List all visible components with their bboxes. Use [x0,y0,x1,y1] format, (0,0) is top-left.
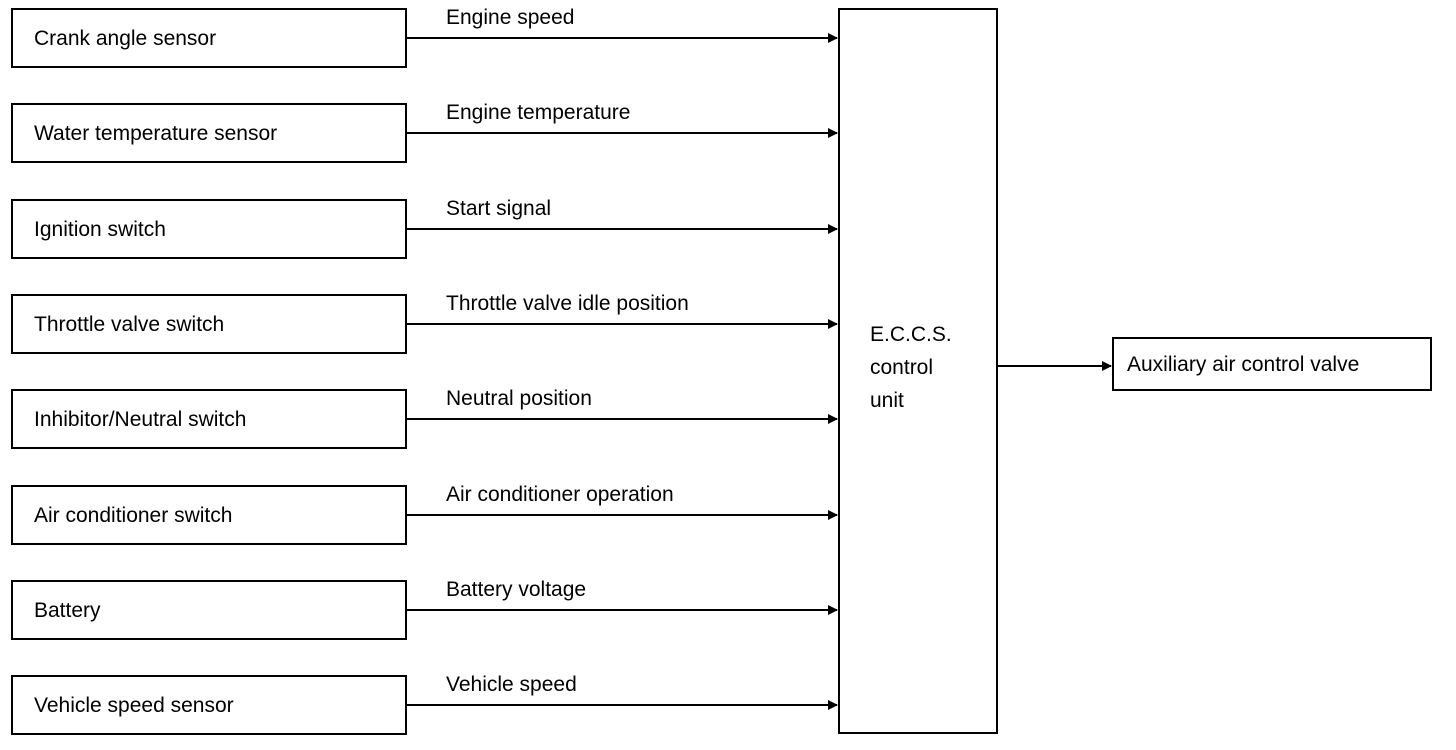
signal-label: Engine temperature [446,101,630,124]
signal-label: Neutral position [446,387,592,410]
input-row: Ignition switch Start signal [11,197,838,259]
input-label: Ignition switch [34,218,166,241]
control-unit-line-3: unit [870,389,904,412]
output-label: Auxiliary air control valve [1127,353,1359,376]
control-unit-box [838,8,998,734]
control-unit-line-2: control [870,356,933,379]
input-box [11,580,407,640]
input-label: Inhibitor/Neutral switch [34,408,246,431]
signal-label: Throttle valve idle position [446,292,689,315]
input-row: Water temperature sensor Engine temperatu… [11,101,838,163]
input-box [11,8,407,68]
input-row: Vehicle speed sensor Vehicle speed [11,673,838,735]
input-box [11,294,407,354]
input-label: Air conditioner switch [34,504,232,527]
signal-label: Air conditioner operation [446,483,674,506]
input-row: Crank angle sensor Engine speed [11,6,838,68]
control-unit: E.C.C.S. control unit [838,8,998,734]
input-row: Battery Battery voltage [11,578,838,640]
signal-label: Engine speed [446,6,574,29]
input-label: Crank angle sensor [34,27,216,50]
input-label: Vehicle speed sensor [34,694,234,717]
input-box [11,103,407,163]
output-actuator: Auxiliary air control valve [1112,337,1432,391]
input-box [11,199,407,259]
input-row: Air conditioner switch Air conditioner op… [11,483,838,545]
signal-label: Start signal [446,197,551,220]
output-box [1112,337,1432,391]
signal-label: Battery voltage [446,578,586,601]
input-label: Water temperature sensor [34,122,277,145]
input-label: Throttle valve switch [34,313,224,336]
signal-label: Vehicle speed [446,673,577,696]
control-unit-line-1: E.C.C.S. [870,323,952,346]
input-row: Inhibitor/Neutral switch Neutral position [11,387,838,449]
input-label: Battery [34,599,101,622]
input-row: Throttle valve switch Throttle valve idle… [11,292,838,354]
